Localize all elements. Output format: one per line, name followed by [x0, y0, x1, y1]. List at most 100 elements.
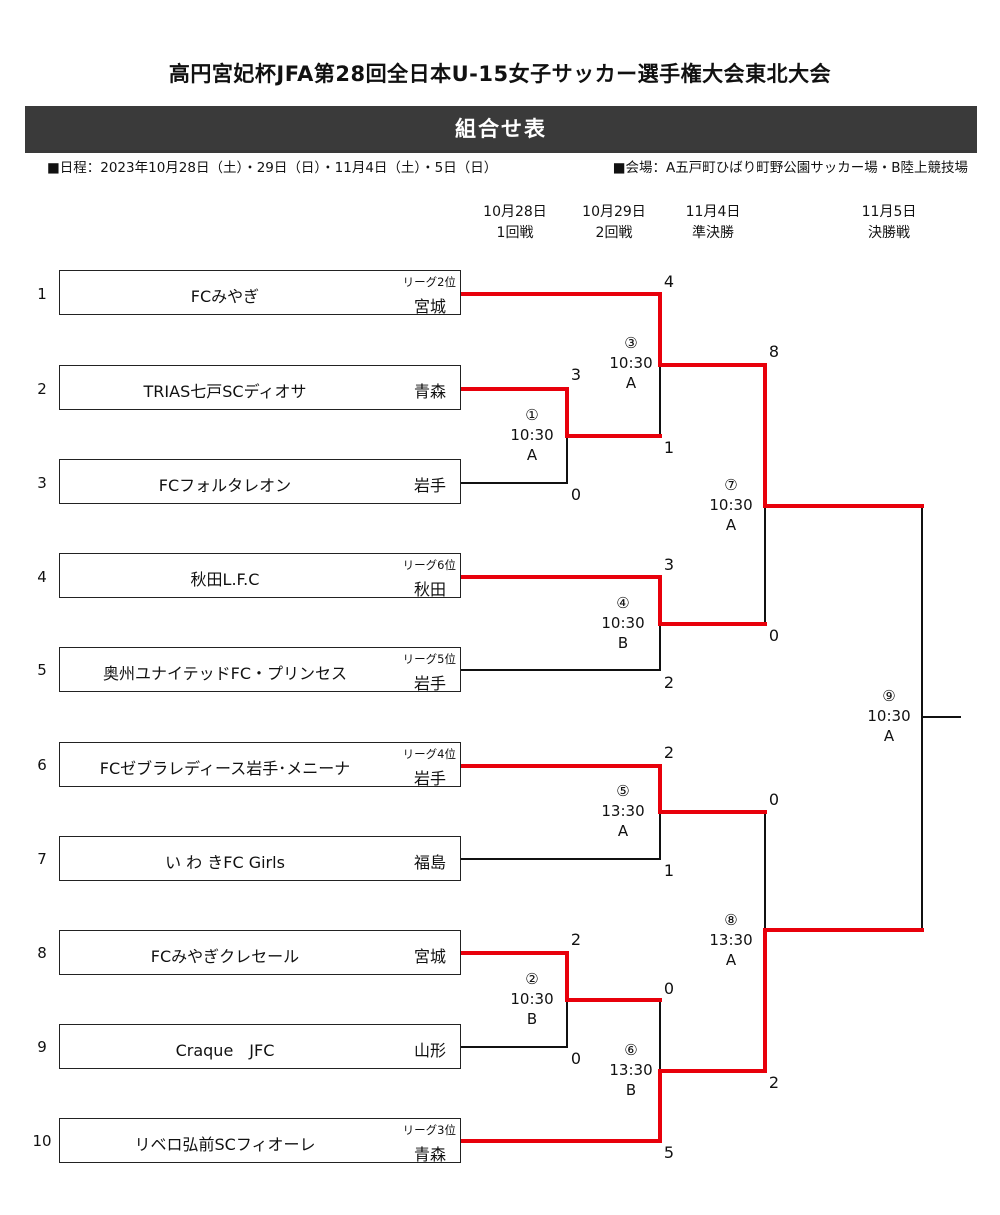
- round-date: 11月4日: [685, 204, 741, 220]
- winner-line: [460, 387, 662, 438]
- match-8-bottom-score: 2: [768, 1073, 780, 1092]
- prefecture: 岩手: [413, 769, 446, 788]
- round-date: 11月5日: [861, 204, 917, 220]
- prefecture: 青森: [413, 1145, 446, 1164]
- page-title: 高円宮妃杯JFA第28回全日本U-15女子サッカー選手権大会東北大会: [168, 62, 832, 86]
- league-rank: リーグ2位: [402, 275, 456, 289]
- match-venue: A: [883, 727, 895, 745]
- match-time: 13:30: [601, 802, 645, 820]
- prefecture: 岩手: [413, 476, 446, 495]
- match-time: 10:30: [867, 707, 911, 725]
- team-box: 奥州ユナイテッドFC・プリンセス リーグ5位 岩手: [59, 647, 461, 693]
- round-header-3: 11月4日 準決勝: [686, 202, 741, 244]
- match-2-bottom-score: 0: [570, 1049, 582, 1068]
- team-box: TRIAS七戸SCディオサ 青森: [59, 365, 461, 410]
- team-name: 秋田L.F.C: [190, 570, 260, 589]
- seed-number: 9: [37, 1038, 47, 1056]
- seed-number: 2: [37, 380, 47, 398]
- match-time: 10:30: [609, 354, 653, 372]
- match-8-top-score: 0: [768, 790, 780, 809]
- match-number: ⑥: [624, 1041, 638, 1059]
- match-info-4: ④ 10:30 B: [601, 593, 644, 653]
- match-5-bottom-score: 1: [663, 861, 675, 880]
- winner-line: [460, 575, 767, 626]
- round-name: 2回戦: [595, 225, 633, 241]
- match-info-1: ① 10:30 A: [510, 405, 553, 465]
- winner-line: [460, 764, 767, 814]
- prefecture: 秋田: [413, 580, 446, 599]
- team-name: FCみやぎ: [190, 287, 260, 306]
- match-6-top-score: 0: [663, 979, 675, 998]
- match-number: ⑧: [724, 911, 738, 929]
- match-6-bottom-score: 5: [663, 1143, 675, 1162]
- seed-number: 8: [37, 944, 47, 962]
- match-venue: A: [625, 374, 637, 392]
- match-venue: A: [725, 516, 737, 534]
- match-time: 10:30: [510, 426, 554, 444]
- round-header-1: 10月28日 1回戦: [483, 202, 547, 244]
- seed-number: 5: [37, 661, 47, 679]
- round-header-2: 10月29日 2回戦: [582, 202, 646, 244]
- bracket-line: [461, 435, 568, 484]
- seed-number: 6: [37, 756, 47, 774]
- match-venue: B: [526, 1010, 538, 1028]
- prefecture: 宮城: [413, 947, 446, 966]
- league-rank: リーグ3位: [402, 1123, 456, 1137]
- match-3-bottom-score: 1: [663, 438, 675, 457]
- seed-number: 1: [37, 285, 47, 303]
- bracket-line: [461, 811, 661, 860]
- prefecture: 福島: [413, 853, 446, 872]
- round-name: 1回戦: [496, 225, 534, 241]
- match-info-5: ⑤ 13:30 A: [601, 781, 644, 841]
- match-5-top-score: 2: [663, 743, 675, 762]
- prefecture: 山形: [413, 1041, 446, 1060]
- team-name: TRIAS七戸SCディオサ: [143, 382, 307, 401]
- match-time: 10:30: [601, 614, 645, 632]
- league-rank: リーグ4位: [402, 747, 456, 761]
- team-box: Craque JFC 山形: [59, 1024, 461, 1069]
- match-time: 13:30: [609, 1061, 653, 1079]
- match-time: 13:30: [709, 931, 753, 949]
- match-info-7: ⑦ 10:30 A: [709, 475, 752, 535]
- seed-number: 3: [37, 474, 47, 492]
- team-name: 奥州ユナイテッドFC・プリンセス: [102, 664, 348, 683]
- seed-number: 7: [37, 850, 47, 868]
- prefecture: 青森: [413, 382, 446, 401]
- match-2-top-score: 2: [570, 930, 582, 949]
- seed-number: 4: [37, 568, 47, 586]
- match-info-6: ⑥ 13:30 B: [609, 1040, 652, 1100]
- match-number: ④: [616, 594, 630, 612]
- match-number: ①: [525, 406, 539, 424]
- match-info-8: ⑧ 13:30 A: [709, 910, 752, 970]
- schedule-text: ■日程：2023年10月28日（土）・29日（日）・11月4日（土）・5日（日）: [47, 160, 498, 176]
- team-box: い わ きFC Girls 福島: [59, 836, 461, 881]
- prefecture: 宮城: [413, 297, 446, 316]
- league-rank: リーグ5位: [402, 652, 456, 666]
- match-7-top-score: 8: [768, 342, 780, 361]
- team-box: FCフォルタレオン 岩手: [59, 459, 461, 504]
- round-date: 10月29日: [582, 204, 646, 220]
- match-7-bottom-score: 0: [768, 626, 780, 645]
- bracket-line: [461, 623, 661, 671]
- match-time: 10:30: [510, 990, 554, 1008]
- team-name: FCみやぎクレセール: [150, 947, 300, 966]
- team-box: FCみやぎ リーグ2位 宮城: [59, 270, 461, 316]
- match-time: 10:30: [709, 496, 753, 514]
- team-name: Craque JFC: [175, 1041, 275, 1060]
- winner-line: [460, 292, 924, 508]
- winner-line: [460, 951, 662, 1002]
- team-box: リベロ弘前SCフィオーレ リーグ3位 青森: [59, 1118, 461, 1164]
- venue-text: ■会場：A五戸町ひばり町野公園サッカー場・B陸上競技場: [612, 160, 968, 176]
- round-date: 10月28日: [483, 204, 547, 220]
- round-header-4: 11月5日 決勝戦: [862, 202, 917, 244]
- match-number: ③: [624, 334, 638, 352]
- match-number: ⑨: [882, 687, 896, 705]
- match-1-bottom-score: 0: [570, 485, 582, 504]
- round-name: 決勝戦: [867, 225, 910, 241]
- match-4-bottom-score: 2: [663, 673, 675, 692]
- prefecture: 岩手: [413, 674, 446, 693]
- league-rank: リーグ6位: [402, 558, 456, 572]
- section-banner: 組合せ表: [25, 106, 977, 153]
- team-name: FCゼブラレディース岩手･メニーナ: [99, 759, 351, 778]
